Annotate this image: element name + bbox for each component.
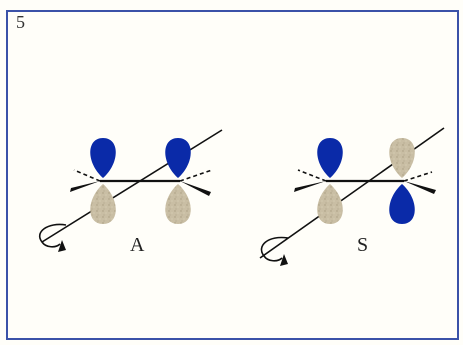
wedge-bond: [70, 181, 100, 192]
rotation-arrow-s-icon: [260, 236, 289, 262]
dashed-bond: [403, 171, 433, 182]
p-orbital-top-lobe: [90, 138, 116, 178]
rotation-axis-a: [41, 129, 223, 243]
p-orbital-bottom-lobe: [90, 184, 116, 224]
p-orbital-bottom-lobe: [165, 184, 191, 224]
wedge-bond: [294, 181, 326, 192]
p-orbital-top-lobe: [165, 138, 191, 178]
dashed-bond: [297, 169, 327, 182]
wedge-bond: [404, 181, 436, 194]
label-a: A: [130, 234, 145, 256]
figure-frame: [6, 10, 459, 340]
p-orbital-bottom-lobe: [317, 184, 343, 224]
p-orbital-bottom-lobe: [389, 184, 415, 224]
dashed-bond: [73, 169, 101, 182]
dashed-bond: [179, 169, 213, 182]
label-s: S: [357, 234, 369, 256]
p-orbital-top-lobe: [389, 138, 415, 178]
diagram-s: [259, 127, 445, 266]
p-orbital-top-lobe: [317, 138, 343, 178]
rotation-arrow-a-icon: [39, 223, 67, 248]
panel-number: 5: [16, 12, 25, 32]
diagram-a: [39, 129, 223, 252]
wedge-bond: [180, 181, 211, 196]
